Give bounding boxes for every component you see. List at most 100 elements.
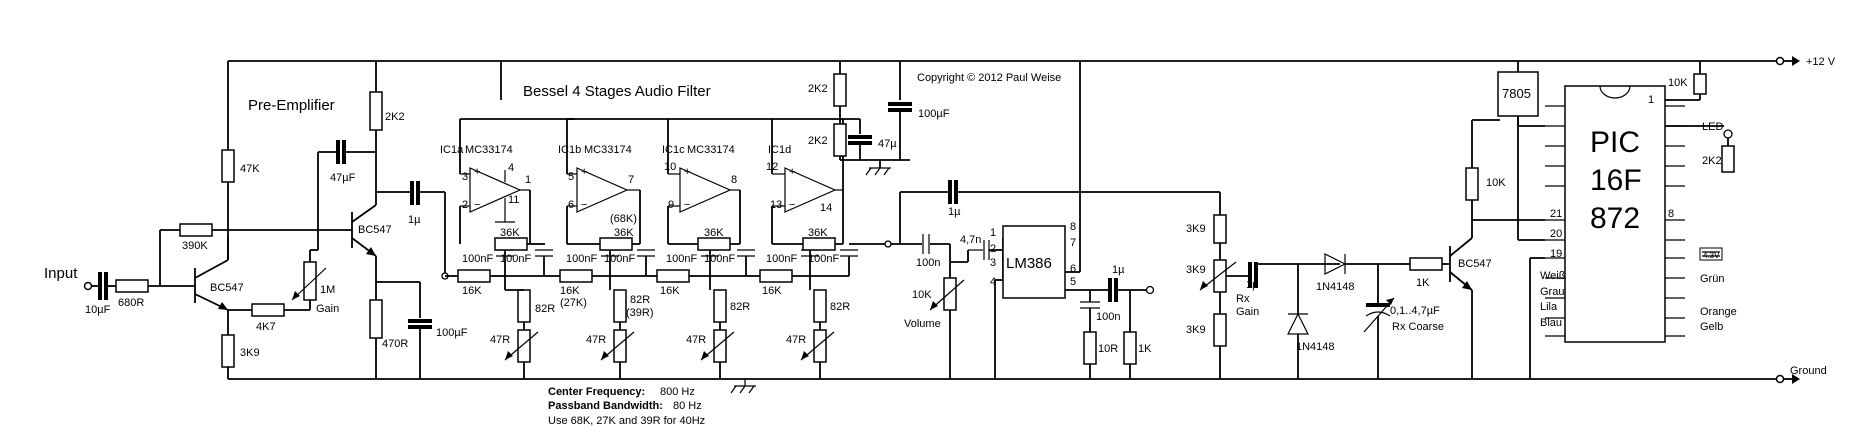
svg-text:4K7: 4K7 [256,321,276,333]
resistor-36k-b [599,237,633,251]
supply-rail [228,56,1800,66]
svg-text:10µF: 10µF [85,304,111,316]
svg-text:470R: 470R [382,338,408,350]
svg-text:6: 6 [568,199,574,211]
resistor-16k-b [559,269,593,283]
svg-text:Blau: Blau [1540,317,1562,329]
svg-text:8: 8 [1668,208,1674,220]
svg-text:10K: 10K [912,289,932,301]
pic-pins-left [1545,105,1565,337]
svg-text:16K: 16K [462,285,482,297]
resistor-82r-a [517,289,531,323]
potentiometer-47r-b [613,329,627,363]
svg-text:(39R): (39R) [626,307,654,319]
svg-text:3: 3 [990,257,996,269]
svg-text:82R: 82R [630,294,650,306]
svg-text:MC33174: MC33174 [465,144,513,156]
preamp-label: Pre-Emplifier [248,97,335,114]
amplifier-lm386 [1002,225,1066,299]
svg-text:47R: 47R [490,334,510,346]
resistor-36k-d [802,237,836,251]
svg-text:1K: 1K [1416,277,1430,289]
svg-text:13: 13 [770,199,782,211]
svg-text:Gain: Gain [316,303,339,315]
resistor-3k9-pre [221,334,235,368]
svg-text:47µF: 47µF [330,172,356,184]
resistor-390k [179,223,213,237]
resistor-36k-a [494,237,528,251]
svg-text:5: 5 [1070,276,1076,288]
svg-text:BC547: BC547 [358,224,392,236]
svg-text:Rx Coarse: Rx Coarse [1392,321,1444,333]
svg-text:3K9: 3K9 [1186,264,1206,276]
potentiometer-volume [943,277,957,311]
opamp-ic1b [567,167,640,213]
resistor-82r-d [813,289,827,323]
svg-text:Center Frequency:: Center Frequency: [548,386,645,398]
svg-text:6: 6 [1070,263,1076,275]
resistor-82r-c [713,289,727,323]
resistor-2k2-led [1721,145,1735,173]
resistor-2k2-b [833,123,847,157]
svg-text:1: 1 [1648,94,1654,106]
svg-text:MC33174: MC33174 [584,144,632,156]
svg-text:10: 10 [664,161,676,173]
svg-text:20: 20 [1550,228,1562,240]
svg-text:3: 3 [462,171,468,183]
svg-text:82R: 82R [535,303,555,315]
svg-text:1K: 1K [1138,343,1152,355]
svg-text:Grau: Grau [1540,286,1564,298]
resistor-10k-b [1465,167,1479,201]
svg-text:36K: 36K [704,227,724,239]
svg-text:82R: 82R [730,301,750,313]
capacitor-1u-a [410,181,420,205]
svg-text:−: − [581,199,587,211]
capacitor-1u-d [1248,262,1258,288]
svg-text:800 Hz: 800 Hz [660,386,695,398]
svg-text:2K2: 2K2 [808,135,828,147]
svg-text:872: 872 [1590,202,1640,235]
svg-text:21: 21 [1550,208,1562,220]
ground-label: Ground [1790,365,1827,377]
diode-d2 [1287,312,1309,335]
svg-text:BC547: BC547 [1458,258,1492,270]
svg-text:IC1b: IC1b [558,144,581,156]
svg-text:+: + [789,166,795,178]
opamp-ic1d [772,167,843,213]
potentiometer-rx-gain [1213,259,1227,293]
transistor-q3 [1449,237,1473,291]
resistor-16k-a [457,269,491,283]
svg-text:Orange: Orange [1700,306,1737,318]
svg-text:100nF: 100nF [462,253,493,265]
svg-text:1M: 1M [320,284,335,296]
capacitor-1u-c [1108,278,1118,302]
svg-text:100nF: 100nF [666,253,697,265]
svg-text:1: 1 [525,174,531,186]
svg-text:3K9: 3K9 [1186,324,1206,336]
svg-text:100n: 100n [1096,311,1120,323]
svg-text:+: + [474,166,480,178]
svg-text:2K2: 2K2 [808,83,828,95]
potentiometer-47r-a [517,329,531,363]
microcontroller-pic [1564,85,1666,343]
resistor-2k2-a [833,73,847,107]
svg-text:2K2: 2K2 [385,111,405,123]
capacitor-100uf-sup [888,102,912,112]
svg-text:100nF: 100nF [500,253,531,265]
svg-text:Gelb: Gelb [1700,321,1723,333]
resistor-10r [1083,331,1097,365]
svg-text:16F: 16F [1590,164,1642,197]
svg-text:100nF: 100nF [566,253,597,265]
svg-text:16K: 16K [660,285,680,297]
svg-text:IC1d: IC1d [768,144,791,156]
svg-text:36K: 36K [500,227,520,239]
capacitor-variable [1363,297,1395,333]
svg-text:3K9: 3K9 [240,347,260,359]
svg-text:IC1a: IC1a [440,144,464,156]
svg-text:47R: 47R [586,334,606,346]
svg-text:Rx: Rx [1236,293,1250,305]
svg-text:Volume: Volume [904,318,941,330]
svg-text:7: 7 [1070,237,1076,249]
svg-text:1µ: 1µ [1246,279,1259,291]
